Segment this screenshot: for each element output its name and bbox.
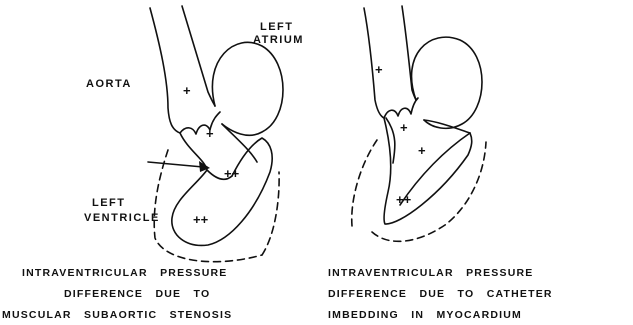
left-ventricle-wall xyxy=(172,133,272,245)
left-aorta-outer-wall xyxy=(150,8,180,133)
right-aorta-pressure-mark: + xyxy=(375,62,383,77)
right-pericardium-dashed xyxy=(352,140,377,226)
aorta-label: AORTA xyxy=(86,78,132,90)
left-atrium-label-line1: LEFT xyxy=(260,21,294,33)
right-ventricle-apex-pressure-mark: ++ xyxy=(396,192,412,207)
left-stenosis-arrow-shaft xyxy=(148,162,203,167)
right-aortic-valve xyxy=(384,98,418,118)
left-caption: INTRAVENTRICULAR PRESSURE DIFFERENCE DUE… xyxy=(2,267,232,321)
left-aorta-pressure-mark: + xyxy=(183,83,191,98)
left-aortic-valve xyxy=(180,112,220,134)
left-outflow-pressure-mark: + xyxy=(206,126,214,141)
right-outflow-pressure-mark: + xyxy=(400,120,408,135)
left-ventricle-apex-pressure-mark: ++ xyxy=(193,212,209,227)
right-caption-line2: DIFFERENCE DUE TO CATHETER xyxy=(328,288,553,300)
left-caption-line1: INTRAVENTRICULAR PRESSURE xyxy=(22,267,227,279)
right-caption-line3: IMBEDDING IN MYOCARDIUM xyxy=(328,309,522,321)
left-ventricle-mid-pressure-mark: ++ xyxy=(224,166,240,181)
right-caption-line1: INTRAVENTRICULAR PRESSURE xyxy=(328,267,533,279)
left-panel: LEFT ATRIUM AORTA LEFT VENTRICLE + + ++ … xyxy=(84,6,304,262)
left-ventricle-label-line2: VENTRICLE xyxy=(84,212,160,224)
left-caption-line2: DIFFERENCE DUE TO xyxy=(64,288,210,300)
left-ventricle-label-line1: LEFT xyxy=(92,197,126,209)
right-pericardium-dashed-apex xyxy=(372,142,486,241)
right-ventricle-mid-pressure-mark: + xyxy=(418,143,426,158)
left-atrium-label-line2: ATRIUM xyxy=(253,34,304,46)
left-caption-line3: MUSCULAR SUBAORTIC STENOSIS xyxy=(2,309,232,321)
right-ventricle-wall xyxy=(384,118,472,224)
left-ventricle-chamber xyxy=(222,124,257,162)
right-aorta-inner-wall xyxy=(402,6,416,100)
right-panel: + + + ++ xyxy=(352,6,486,241)
left-atrium-outline xyxy=(212,42,283,135)
right-caption: INTRAVENTRICULAR PRESSURE DIFFERENCE DUE… xyxy=(328,267,553,321)
right-atrium-outline xyxy=(412,37,482,128)
